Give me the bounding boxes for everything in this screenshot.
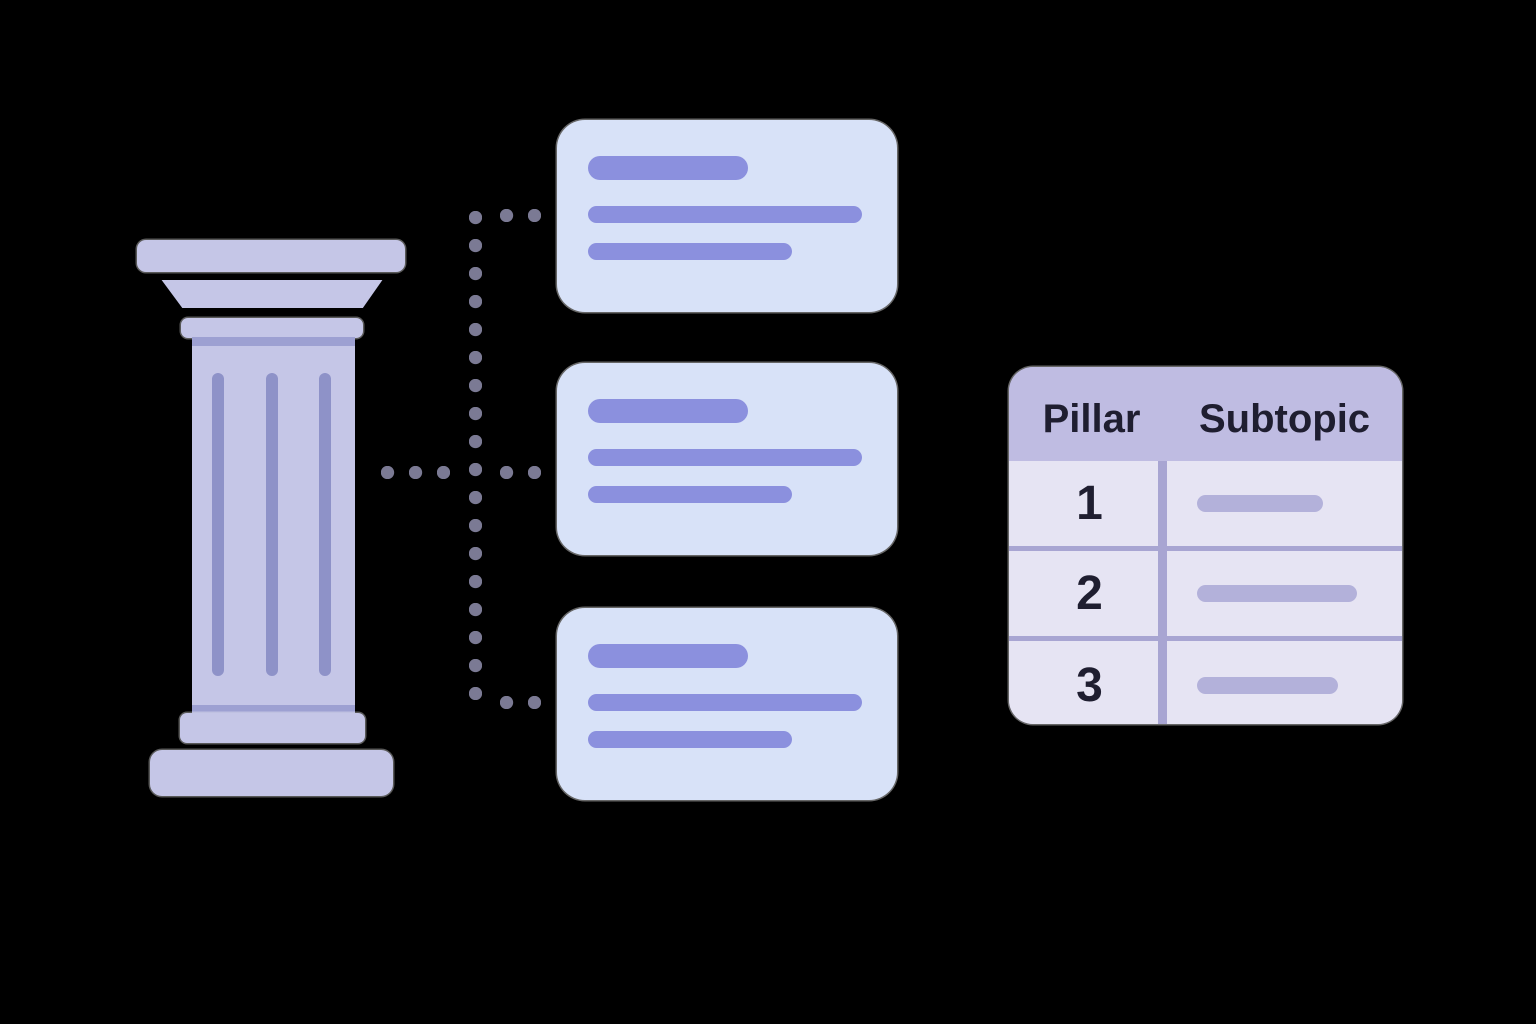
table-row: 2 <box>1009 551 1402 636</box>
card-text-placeholder-bar <box>588 694 862 711</box>
card-title-placeholder-bar <box>588 399 748 423</box>
dotted-connector-vertical <box>469 211 482 700</box>
table-header-pillar: Pillar <box>1042 396 1141 441</box>
table-column-divider <box>1158 641 1167 724</box>
card-title-placeholder-bar <box>588 644 748 668</box>
topic-card-1 <box>557 120 897 312</box>
pillar-number-cell: 3 <box>1009 641 1158 724</box>
subtopic-cell <box>1167 641 1402 724</box>
table-header-subtopic: Subtopic <box>1198 396 1371 441</box>
table-row: 3 <box>1009 641 1402 724</box>
card-text-placeholder-bar <box>588 449 862 466</box>
pillar-capital <box>161 280 383 308</box>
subtopic-placeholder-bar <box>1197 585 1357 602</box>
pillar-plinth <box>150 750 393 796</box>
dotted-connector-middle-right <box>500 466 541 479</box>
card-title-placeholder-bar <box>588 156 748 180</box>
pillar-shaft-top-shadow <box>192 337 355 346</box>
subtopic-placeholder-bar <box>1197 676 1338 694</box>
subtopic-cell <box>1167 551 1402 636</box>
card-text-placeholder-bar <box>588 243 792 260</box>
pillar-flute <box>319 373 331 676</box>
dotted-connector-middle-left <box>381 466 450 479</box>
card-text-placeholder-bar <box>588 206 862 223</box>
topic-card-3 <box>557 608 897 800</box>
subtopic-cell <box>1167 461 1402 546</box>
pillar-abacus <box>137 240 405 272</box>
pillar-shaft-bottom-shadow <box>192 705 355 714</box>
table-header-row: Pillar Subtopic <box>1009 367 1402 461</box>
dotted-connector-top-branch <box>500 209 541 222</box>
dotted-connector-bottom-branch <box>500 696 541 709</box>
card-text-placeholder-bar <box>588 486 792 503</box>
pillar-neck <box>181 318 363 338</box>
table-column-divider <box>1158 551 1167 636</box>
pillar-number-cell: 2 <box>1009 551 1158 636</box>
table-column-divider <box>1158 461 1167 546</box>
table-column-divider <box>1158 367 1167 461</box>
table-row: 1 <box>1009 461 1402 546</box>
pillar-flute <box>212 373 224 676</box>
card-text-placeholder-bar <box>588 731 792 748</box>
pillar-subtopic-table: Pillar Subtopic 1 2 3 <box>1009 367 1402 724</box>
pillar-flute <box>266 373 278 676</box>
subtopic-placeholder-bar <box>1197 495 1323 512</box>
topic-card-2 <box>557 363 897 555</box>
pillar-pedestal <box>180 713 365 743</box>
pillar-number-cell: 1 <box>1009 461 1158 546</box>
